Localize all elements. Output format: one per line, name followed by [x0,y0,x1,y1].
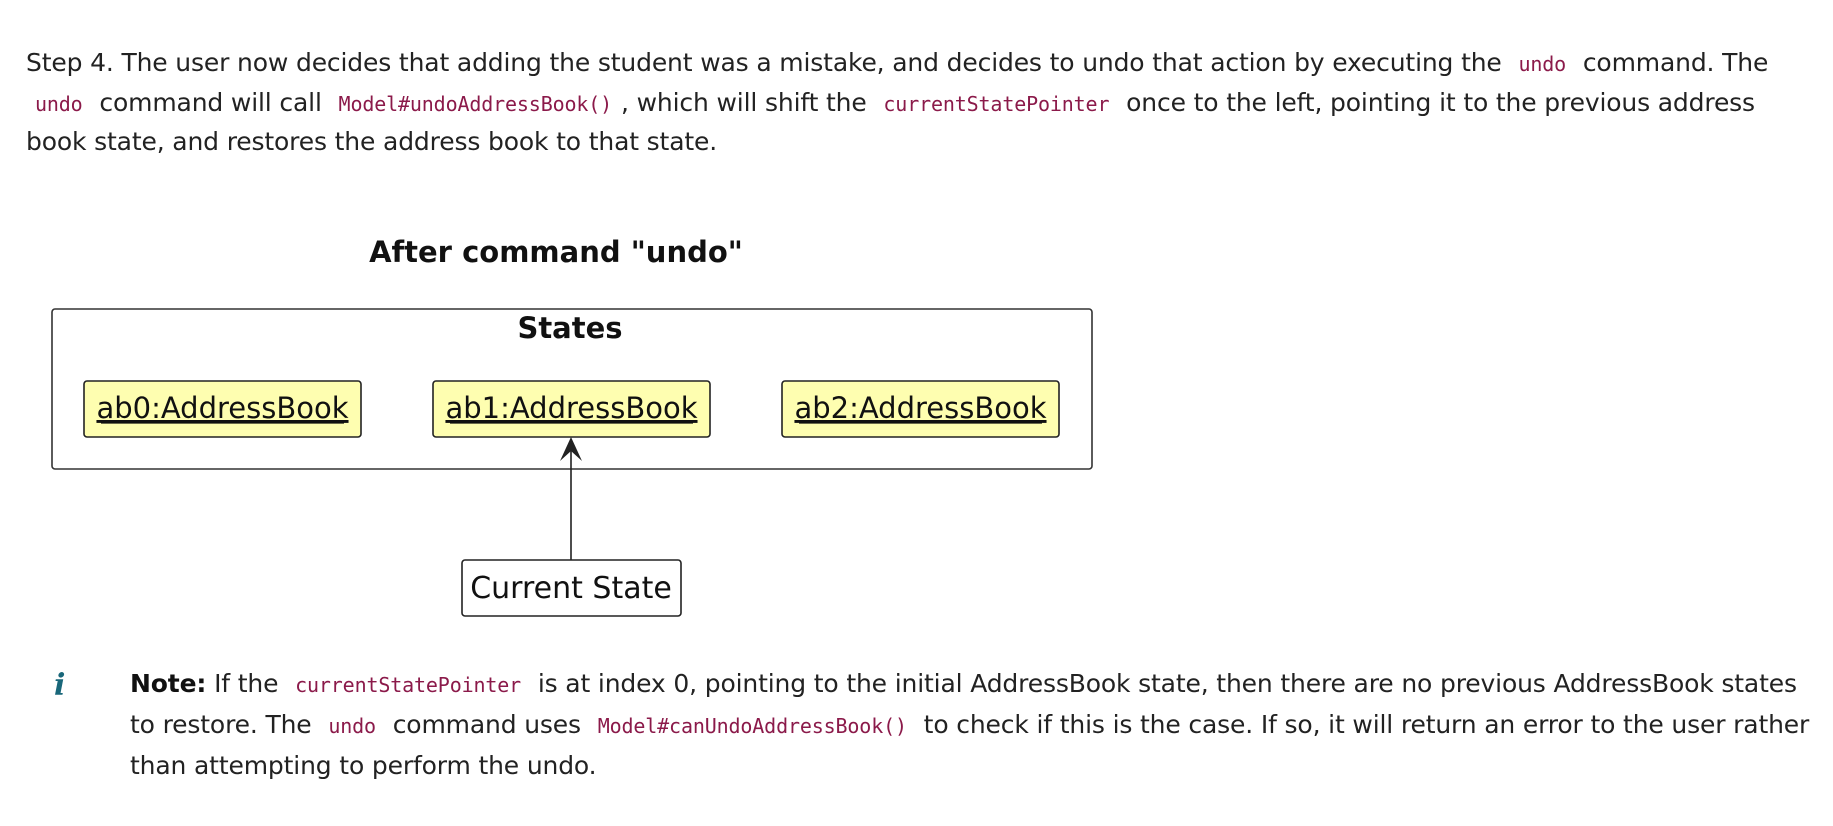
paragraph-text: command will call [99,87,322,117]
note-text: to check if this is the case. If so, it … [130,710,1810,780]
step-4-paragraph: Step 4. The user now decides that adding… [26,44,1816,162]
diagram-title: After command "undo" [369,235,743,269]
state-box-label: ab0:AddressBook [96,391,348,425]
paragraph-text: command. The [1582,48,1769,77]
note-text: command uses [392,710,581,739]
current-state-label: Current State [470,571,672,606]
inline-code-current-state-pointer: currentStatePointer [883,91,1110,116]
note-text: If the [214,669,279,698]
inline-code-undo: undo [1518,52,1567,76]
state-box-label: ab1:AddressBook [445,391,697,425]
note-text: is at index 0, pointing to the initial A… [130,669,1797,739]
state-boxes: ab0:AddressBook ab1:AddressBook ab2:Addres… [83,380,1060,438]
inline-code-can-undo-method: Model#canUndoAddressBook() [597,714,907,738]
states-package-label: States [517,311,622,345]
note-callout: Note: If the currentStatePointer is at i… [130,664,1820,786]
inline-code-undo: undo [35,91,83,116]
current-state-box [461,559,682,617]
note-bold-label: Note: [130,669,207,698]
inline-code-undo-method: Model#undoAddressBook() [338,91,613,116]
paragraph-text: , which will shift the [621,87,867,117]
inline-code-current-state-pointer: currentStatePointer [295,673,522,697]
pointer-arrowhead [560,437,582,461]
paragraph-text: once to the left, pointing it to the pre… [26,87,1755,157]
state-box-label: ab2:AddressBook [794,391,1046,425]
inline-code-undo: undo [328,714,376,738]
info-icon: i [54,668,66,703]
paragraph-text: Step 4. The user now decides that adding… [26,48,1502,77]
